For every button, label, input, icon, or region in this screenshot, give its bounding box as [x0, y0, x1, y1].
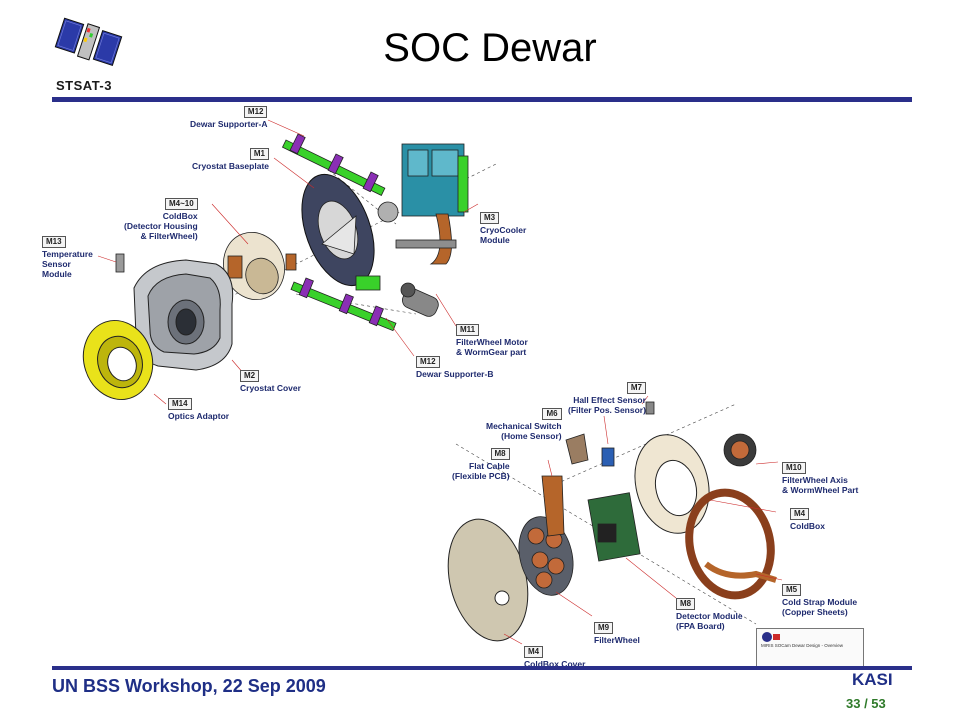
- hall-sensor-part: [645, 401, 655, 415]
- callout-m12-b: M12 Dewar Supporter-B: [416, 356, 494, 379]
- callout-m11: M11 FilterWheel Motor & WormGear part: [456, 324, 528, 357]
- callout-m13: M13 Temperature Sensor Module: [42, 236, 93, 279]
- slide-title: SOC Dewar: [383, 26, 597, 70]
- callout-m8-cable: M8 Flat Cable (Flexible PCB): [452, 448, 510, 481]
- diagram-canvas: [82, 119, 783, 645]
- filterwheel-motor: [400, 282, 439, 317]
- callout-m12-a: M12 Dewar Supporter-A: [190, 106, 268, 129]
- title-block-text: MIRIS SOCam Dewar Design - Overview: [761, 643, 844, 648]
- coldbox-body: [223, 232, 297, 300]
- cold-strap-part: [685, 488, 777, 600]
- detector-module-part: [587, 492, 641, 562]
- optics-adaptor: [82, 320, 154, 400]
- cryostat-baseplate: [301, 173, 375, 287]
- dewar-supporter-a: [281, 133, 386, 196]
- mechanical-switch-part: [565, 433, 615, 467]
- temperature-sensor-part: [115, 253, 125, 273]
- callout-m1: M1 Cryostat Baseplate: [192, 148, 270, 171]
- footer-org: KASI: [852, 670, 893, 689]
- cryocooler-module: [377, 143, 469, 265]
- callout-m3: M3 CryoCooler Module: [480, 212, 527, 245]
- callout-m6: M6 Mechanical Switch (Home Sensor): [486, 408, 562, 441]
- cryostat-cover: [133, 259, 234, 371]
- callout-m14: M14 Optics Adaptor: [168, 398, 230, 421]
- footer-event: UN BSS Workshop, 22 Sep 2009: [52, 676, 326, 696]
- callout-m4-cover: M4 ColdBox Cover: [524, 646, 586, 669]
- callout-m2: M2 Cryostat Cover: [240, 370, 301, 393]
- satellite-logo-icon: [54, 17, 123, 66]
- footer-divider: [52, 666, 912, 670]
- flat-cable-part: [541, 475, 565, 537]
- dewar-exploded-diagram: [36, 104, 916, 666]
- callout-m8-detector: M8 Detector Module (FPA Board): [676, 598, 743, 631]
- callout-m4-10: M4~10 ColdBox (Detector Housing & Filter…: [124, 198, 198, 241]
- coldbox-cover-disc: [447, 518, 529, 642]
- drawing-title-block: MIRIS SOCam Dewar Design - Overview: [756, 628, 864, 668]
- header-divider: [52, 97, 912, 102]
- dewar-supporter-b: [290, 275, 397, 332]
- mission-name: STSAT-3: [56, 78, 112, 93]
- filterwheel-part: [518, 516, 574, 596]
- callout-m9: M9 FilterWheel: [594, 622, 640, 645]
- callout-m10: M10 FilterWheel Axis & WormWheel Part: [782, 462, 859, 495]
- callout-m5: M5 Cold Strap Module (Copper Sheets): [782, 584, 858, 617]
- filterwheel-axis-part: [723, 433, 757, 467]
- callout-m7: M7 Hall Effect Sensor (Filter Pos. Senso…: [568, 382, 646, 415]
- coldbox-ring-part: [634, 434, 710, 534]
- callout-m4-coldbox: M4 ColdBox: [790, 508, 825, 531]
- kasi-mini-logo-icon: [762, 632, 780, 642]
- page-number: 33 / 53: [846, 696, 886, 711]
